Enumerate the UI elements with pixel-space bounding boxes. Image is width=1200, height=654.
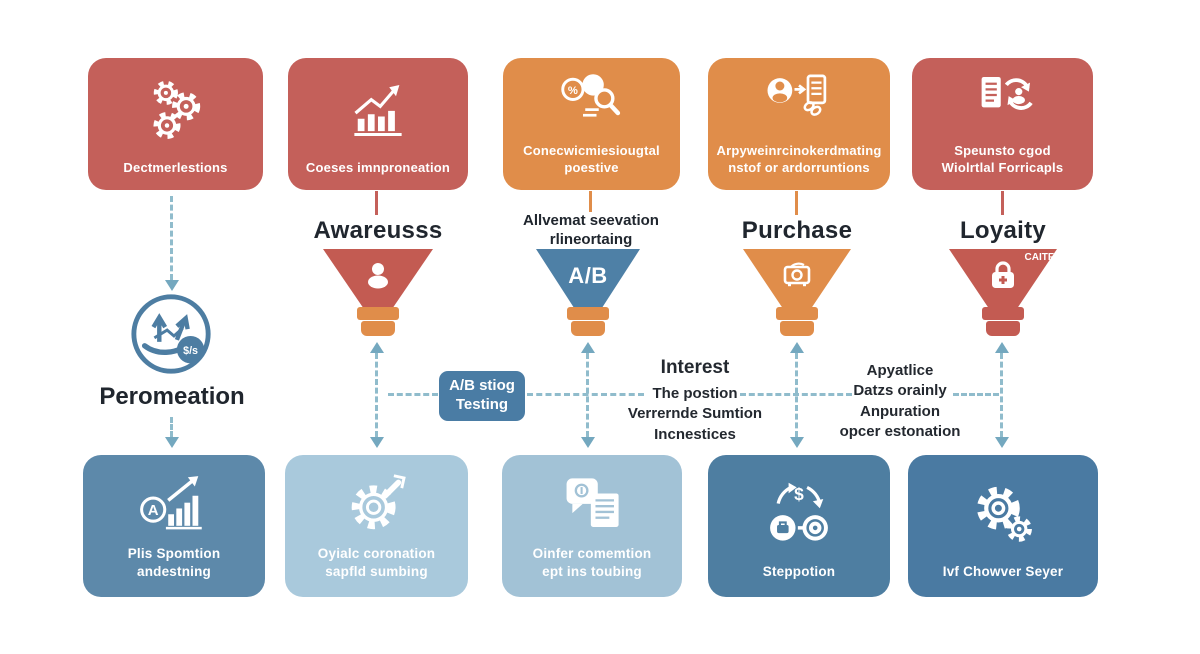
arrowhead-down [370,437,384,448]
lock-icon [983,256,1023,301]
dashed-arrow-line [170,417,173,437]
bottom-box-5-caption: Ivf Chowver Seyer [942,563,1064,579]
bottom-box-5: Ivf Chowver Seyer [908,455,1098,597]
user-handoff-icon [763,58,835,142]
arrowhead-down [165,280,179,291]
bottom-box-4: $ Steppotion [708,455,890,597]
funnel-purchase [743,249,851,307]
connector-tick [795,191,798,215]
gears-icon [140,58,212,159]
arrowhead-up [995,342,1009,353]
dashed-line [388,393,438,396]
funnel-neck [571,321,605,336]
svg-text:%: % [567,85,577,97]
funnel-neck [982,307,1024,320]
growth-chart-icon [342,58,414,159]
money-exchange-icon: $ [762,455,836,563]
chat-doc-icon [555,455,629,545]
funnel-neck [361,321,395,336]
funnel-neck [357,307,399,320]
funnel-tag: CAITF [1024,252,1054,263]
funnel-awareness [323,249,433,307]
top-box-2: Coeses imnproneation [288,58,468,190]
dashed-arrow-line [375,353,378,437]
arrowhead-down [581,437,595,448]
stage-label-loyalty: Loyaity [959,217,1047,244]
receipt-loop-icon [967,58,1039,142]
funnel-neck [780,321,814,336]
dashed-line [953,393,999,396]
bottom-box-4-caption: Steppotion [762,563,836,579]
stage-label-awareness: Awareusss [313,217,443,244]
top-box-1-caption: Dectmerlestions [123,159,228,175]
dashed-arrow-line [170,196,173,280]
funnel-neck [986,321,1020,336]
dashed-line [527,393,644,396]
funnel-neck [567,307,609,320]
a-growth-icon: A [137,455,211,545]
ab-label: A/B [568,262,608,288]
funnel-ab-testing: A/B [536,249,640,307]
person-icon [358,256,398,301]
hand-growth-icon: $/s [128,291,216,384]
svg-text:$/s: $/s [183,345,198,357]
double-gear-icon [966,455,1040,563]
funnel-loyalty: CAITF [949,249,1057,307]
top-box-1: Dectmerlestions [88,58,263,190]
arrowhead-down [995,437,1009,448]
gear-wrench-icon [341,455,413,545]
ab-testing-badge: A/B stiog Testing [439,371,525,421]
stage-label-purchase: Purchase [741,217,853,244]
arrowhead-up [370,342,384,353]
svg-text:A: A [148,502,159,519]
dashed-arrow-line [1000,353,1003,437]
camera-icon [777,256,817,301]
svg-text:$: $ [794,484,804,504]
right-text-block: Apyatlice Datzs orainly Anpuration opcer… [839,362,961,441]
dashed-line [740,393,852,396]
arrowhead-down [165,437,179,448]
connector-tick [589,191,592,212]
connector-tick [1001,191,1004,215]
connector-tick [375,191,378,215]
top-box-2-caption: Coeses imnproneation [305,159,451,175]
interest-text-block: Interest The postion Verrernde Sumtion I… [627,357,763,443]
arrowhead-up [581,342,595,353]
left-flow-label: Peromeation [99,383,245,410]
funnel-neck [776,307,818,320]
arrowhead-down [790,437,804,448]
percent-magnifier-icon: % [556,58,628,142]
arrowhead-up [790,342,804,353]
